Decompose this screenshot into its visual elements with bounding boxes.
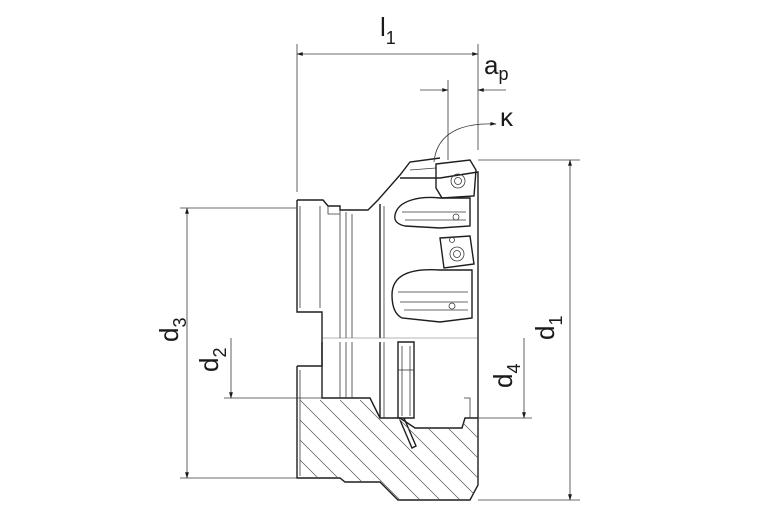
dimension-d2 — [224, 338, 322, 399]
cutter-section — [296, 338, 479, 501]
dimension-d3 — [180, 207, 297, 479]
dimension-d4 — [478, 338, 532, 419]
label-d4: d4 — [488, 364, 524, 388]
section-hatching — [297, 399, 478, 500]
label-kappa: κ — [500, 102, 514, 132]
dimension-ap — [420, 80, 506, 160]
dimension-l1 — [296, 44, 479, 192]
label-l1: l1 — [380, 12, 396, 48]
label-d1: d1 — [530, 316, 566, 340]
dimension-kappa — [433, 121, 497, 163]
cutter-body — [296, 157, 479, 339]
label-d3: d3 — [154, 318, 190, 342]
label-d2: d2 — [194, 348, 230, 372]
label-ap: ap — [484, 50, 508, 84]
dimension-d1 — [478, 159, 580, 501]
